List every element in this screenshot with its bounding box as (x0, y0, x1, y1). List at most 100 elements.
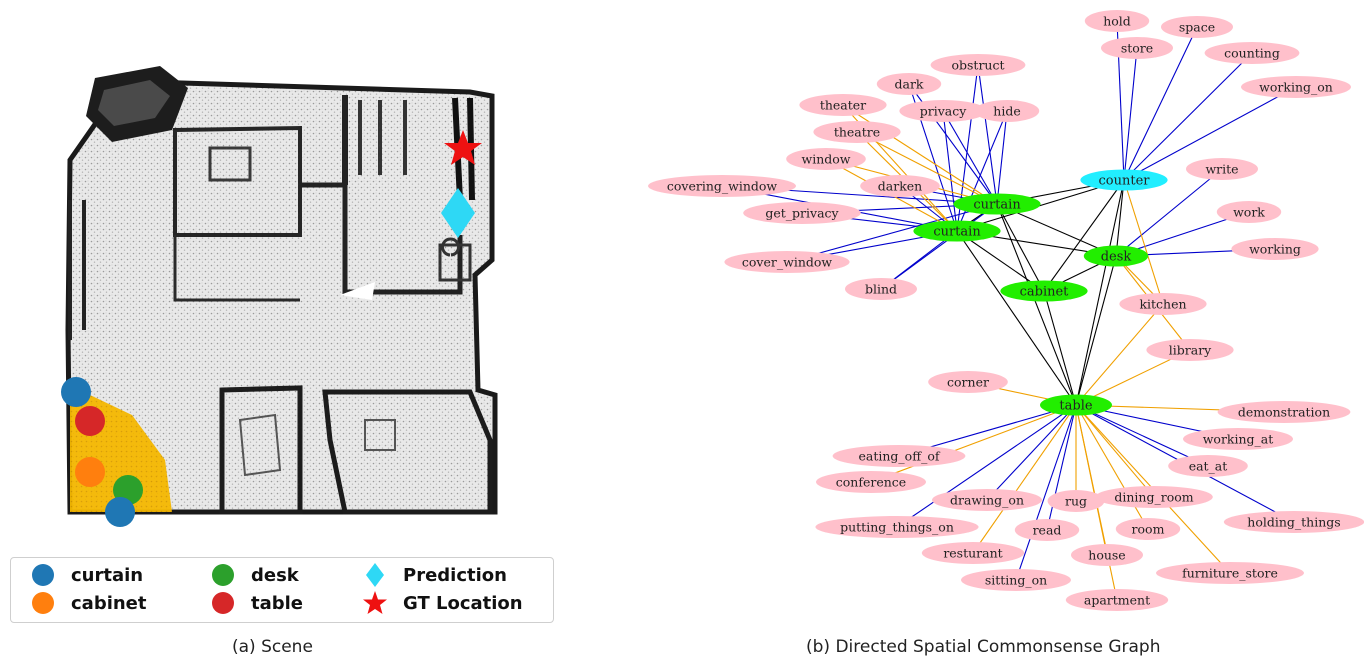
node-label: hold (1103, 13, 1131, 28)
graph-node-curtain2: curtain (913, 220, 1001, 242)
node-ellipse (1095, 486, 1213, 508)
edge-table-eat_at (1075, 404, 1209, 467)
node-label: theater (820, 97, 866, 112)
graph-node-counting: counting (1204, 42, 1300, 64)
edge-counter-counting (1123, 52, 1253, 181)
node-ellipse (899, 100, 987, 122)
edge-counter-store (1123, 47, 1138, 181)
legend-label: cabinet (71, 592, 147, 614)
node-ellipse (816, 471, 926, 493)
graph-node-kitchen: kitchen (1119, 293, 1207, 315)
node-label: eat_at (1189, 458, 1228, 473)
legend-label: table (251, 592, 304, 614)
curtain-marker-2 (105, 497, 135, 527)
edge-cabinet-table (1043, 290, 1077, 406)
legend-item-gt-location: GT Location (361, 590, 523, 616)
graph-node-drawing_on: drawing_on (932, 489, 1042, 511)
scene-floorplan (61, 66, 498, 527)
table-marker (75, 406, 105, 436)
node-ellipse (928, 371, 1008, 393)
graph-node-darken: darken (860, 175, 940, 197)
legend-label: curtain (71, 564, 144, 586)
graph-node-demonstration: demonstration (1217, 401, 1351, 423)
node-label: holding_things (1247, 514, 1340, 529)
circle-icon (29, 562, 57, 588)
edge-table-putting_things_on (896, 404, 1077, 528)
graph-node-blind: blind (845, 278, 917, 300)
graph-node-sitting_on: sitting_on (961, 569, 1071, 591)
node-ellipse (930, 54, 1026, 76)
gt-location-marker (444, 130, 482, 165)
node-label: cover_window (742, 254, 832, 269)
node-ellipse (1216, 201, 1282, 223)
node-label: demonstration (1238, 404, 1330, 419)
graph-node-holding_things: holding_things (1223, 511, 1364, 533)
node-label: get_privacy (765, 205, 839, 220)
node-ellipse (1217, 401, 1351, 423)
node-label: darken (878, 178, 922, 193)
graph-node-work: work (1216, 201, 1282, 223)
node-label: resturant (943, 545, 1002, 560)
node-label: house (1088, 547, 1125, 562)
node-label: store (1121, 40, 1153, 55)
graph-node-desk: desk (1083, 245, 1149, 267)
node-label: obstruct (951, 57, 1004, 72)
diamond-icon (361, 562, 389, 588)
edge-table-read (1046, 404, 1077, 531)
node-ellipse (1040, 394, 1112, 416)
graph-node-working_at: working_at (1183, 428, 1293, 450)
node-ellipse (1183, 428, 1293, 450)
node-ellipse (932, 489, 1042, 511)
node-ellipse (648, 175, 796, 197)
node-label: library (1169, 342, 1212, 357)
node-ellipse (1168, 455, 1248, 477)
edge-counter-table (1075, 179, 1125, 406)
node-ellipse (1156, 562, 1304, 584)
edge-counter-space (1123, 26, 1198, 181)
scene-caption: (a) Scene (232, 637, 313, 657)
node-ellipse (876, 73, 942, 95)
node-ellipse (860, 175, 940, 197)
node-ellipse (1146, 339, 1234, 361)
node-ellipse (1101, 37, 1173, 59)
node-label: dining_room (1114, 489, 1193, 504)
scene-legend: curtain desk Prediction cabinet table GT… (10, 557, 554, 623)
edge-counter-desk (1115, 179, 1125, 257)
node-ellipse (724, 251, 850, 273)
edge-curtain1-hide (996, 110, 1008, 205)
graph-node-theater: theater (799, 94, 887, 116)
node-label: curtain (973, 197, 1021, 212)
edge-curtain1-cover_window (786, 203, 998, 263)
node-label: conference (836, 474, 906, 489)
edge-table-conference (870, 404, 1077, 483)
edge-desk-write (1115, 168, 1223, 257)
legend-label: desk (251, 564, 299, 586)
edge-desk-table (1075, 255, 1117, 406)
node-label: table (1059, 398, 1092, 413)
node-ellipse (832, 445, 966, 467)
node-label: room (1132, 521, 1165, 536)
edge-curtain2-table (956, 230, 1077, 406)
graph-node-space: space (1161, 16, 1233, 38)
node-label: sitting_on (985, 572, 1047, 587)
graph-node-get_privacy: get_privacy (743, 202, 861, 224)
node-ellipse (1186, 158, 1258, 180)
graph-node-eat_at: eat_at (1168, 455, 1248, 477)
node-label: kitchen (1139, 296, 1186, 311)
room-footprint (65, 66, 498, 515)
edge-table-drawing_on (986, 404, 1077, 501)
graph-node-corner: corner (928, 371, 1008, 393)
node-ellipse (1080, 169, 1168, 191)
prediction-marker (441, 188, 475, 238)
graph-node-furniture_store: furniture_store (1156, 562, 1304, 584)
node-ellipse (1071, 544, 1143, 566)
node-ellipse (813, 121, 901, 143)
node-label: covering_window (667, 178, 778, 193)
cabinet-marker (75, 457, 105, 487)
graph-node-resturant: resturant (921, 542, 1025, 564)
node-ellipse (1115, 518, 1181, 540)
node-label: blind (865, 281, 897, 296)
graph-node-hide: hide (974, 100, 1040, 122)
node-label: furniture_store (1182, 565, 1278, 580)
